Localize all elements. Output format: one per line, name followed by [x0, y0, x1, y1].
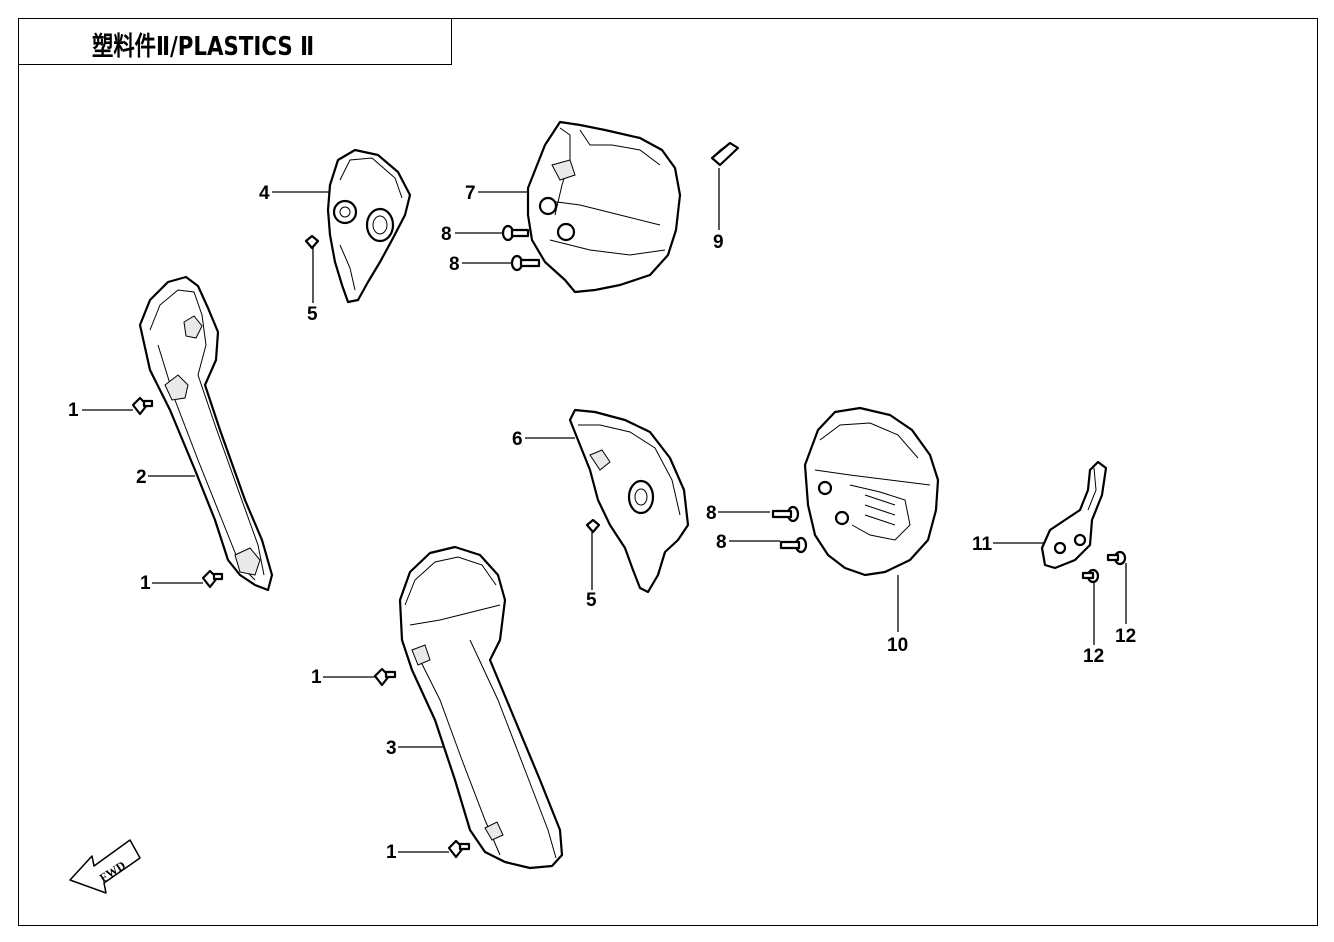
callout-11: 11 — [972, 534, 993, 555]
callout-8-b: 8 — [449, 254, 460, 275]
callout-1-d: 1 — [386, 842, 397, 863]
callout-4: 4 — [259, 183, 270, 204]
part-2-side-trim — [138, 275, 274, 592]
callout-8-a: 8 — [441, 224, 452, 245]
callout-12-b: 12 — [1115, 626, 1136, 647]
callout-9: 9 — [713, 232, 724, 253]
callout-1-a: 1 — [68, 400, 79, 421]
callout-7: 7 — [465, 183, 476, 204]
callout-3: 3 — [386, 738, 397, 759]
page-title: 塑料件Ⅱ/PLASTICS Ⅱ — [92, 32, 315, 62]
bolt-8-a — [501, 224, 530, 242]
forward-arrow-icon: FWD — [69, 839, 141, 894]
callout-1-c: 1 — [311, 667, 322, 688]
screw-1-c — [373, 667, 397, 687]
callout-10: 10 — [887, 635, 908, 656]
callout-8-d: 8 — [716, 532, 727, 553]
part-4-bracket-cover — [326, 148, 412, 304]
callout-8-c: 8 — [706, 503, 717, 524]
clip-5-b — [585, 518, 601, 534]
title-block — [18, 18, 452, 65]
part-3-lower-trim — [398, 545, 564, 870]
leader-lines — [82, 168, 1127, 853]
callout-12-a: 12 — [1083, 646, 1104, 667]
callout-5-a: 5 — [307, 304, 318, 325]
bolt-8-c — [771, 505, 800, 523]
bolt-8-b — [510, 254, 541, 272]
callout-1-b: 1 — [140, 573, 151, 594]
screw-1-d — [447, 839, 471, 859]
screw-12-b — [1106, 550, 1127, 566]
callout-2: 2 — [136, 467, 147, 488]
part-6-bracket-cover — [568, 408, 690, 594]
callout-6: 6 — [512, 429, 523, 450]
part-9-pad — [710, 141, 740, 167]
part-10-box-cover — [803, 406, 940, 577]
drawing-frame — [18, 18, 1318, 926]
screw-1-a — [131, 396, 154, 416]
callout-5-b: 5 — [586, 590, 597, 611]
screw-1-b — [201, 569, 224, 589]
part-7-box-cover — [526, 120, 682, 294]
clip-5-a — [304, 234, 320, 250]
part-11-small-bracket — [1040, 460, 1108, 570]
screw-12-a — [1081, 568, 1100, 584]
bolt-8-d — [779, 536, 808, 554]
